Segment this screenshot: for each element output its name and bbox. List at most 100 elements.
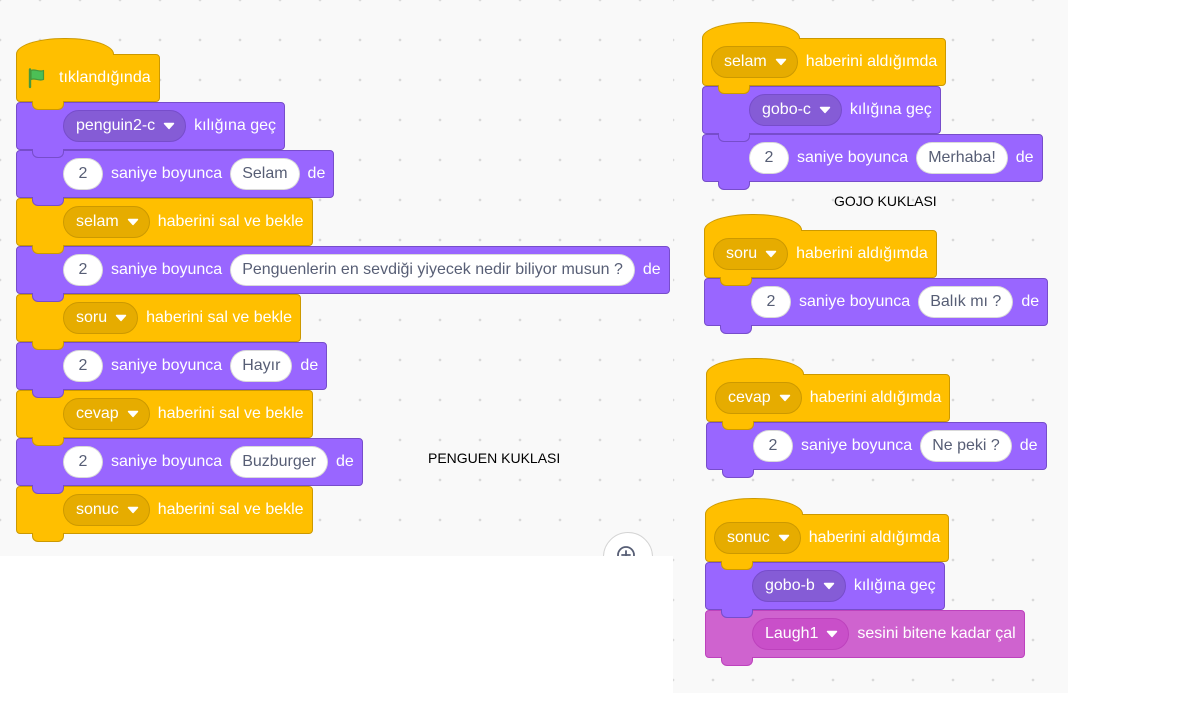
gojo-script-selam: selam haberini aldığımda gobo-c kılığına… <box>702 22 1043 190</box>
block-label: saniye boyunca <box>799 293 911 310</box>
block-suffix: de <box>307 165 326 182</box>
message-input[interactable]: Ne peki ? <box>920 430 1012 462</box>
message-input[interactable]: Penguenlerin en sevdiği yiyecek nedir bi… <box>230 254 635 286</box>
block-suffix: de <box>336 453 354 470</box>
block-label: kılığına geç <box>853 577 936 594</box>
message-input[interactable]: Selam <box>230 158 300 190</box>
block-label: haberini sal ve bekle <box>157 501 304 518</box>
block-label: saniye boyunca <box>801 437 913 454</box>
when-i-receive-hat-block[interactable]: selam haberini aldığımda <box>702 22 947 94</box>
seconds-input[interactable]: 2 <box>753 430 793 462</box>
say-for-secs-block[interactable]: 2 saniye boyunca Buzburger de <box>16 438 363 494</box>
seconds-input[interactable]: 2 <box>751 286 791 318</box>
message-dropdown[interactable]: selam <box>63 206 150 238</box>
dropdown-arrow-icon <box>115 314 127 322</box>
dropdown-value: cevap <box>76 405 119 422</box>
dropdown-arrow-icon <box>127 506 138 514</box>
play-sound-until-done-block[interactable]: Laugh1 sesini bitene kadar çal <box>705 610 1025 666</box>
when-i-receive-hat-block[interactable]: cevap haberini aldığımda <box>706 358 951 430</box>
broadcast-and-wait-block[interactable]: cevap haberini sal ve bekle <box>16 390 313 446</box>
gojo-script-sonuc: sonuc haberini aldığımda gobo-b kılığına… <box>705 498 1025 666</box>
block-label: haberini sal ve bekle <box>157 405 304 422</box>
seconds-input[interactable]: 2 <box>749 142 789 174</box>
dropdown-arrow-icon <box>779 394 790 402</box>
dropdown-arrow-icon <box>775 58 786 66</box>
switch-costume-block[interactable]: gobo-c kılığına geç <box>702 86 941 142</box>
dropdown-value: soru <box>726 245 758 262</box>
dropdown-arrow-icon <box>163 122 175 130</box>
message-dropdown[interactable]: sonuc <box>714 522 801 554</box>
gojo-caption: GOJO KUKLASI <box>834 193 937 209</box>
block-suffix: de <box>1015 149 1034 166</box>
dropdown-value: penguin2-c <box>76 117 156 134</box>
dropdown-arrow-icon <box>127 410 138 418</box>
dropdown-value: Laugh1 <box>765 625 819 642</box>
costume-dropdown[interactable]: gobo-b <box>752 570 846 602</box>
block-suffix: de <box>642 261 661 278</box>
workspace-gojo[interactable]: selam haberini aldığımda gobo-c kılığına… <box>673 0 1068 693</box>
block-suffix: de <box>1019 437 1038 454</box>
when-flag-clicked-hat-block[interactable]: tıklandığında <box>15 38 160 110</box>
workspace-penguen[interactable]: tıklandığında penguin2-c kılığına geç 2 … <box>0 0 673 556</box>
seconds-input[interactable]: 2 <box>63 350 103 382</box>
dropdown-value: cevap <box>728 389 771 406</box>
say-for-secs-block[interactable]: 2 saniye boyunca Merhaba! de <box>702 134 1043 190</box>
broadcast-and-wait-block[interactable]: selam haberini sal ve bekle <box>16 198 313 254</box>
penguen-script: tıklandığında penguin2-c kılığına geç 2 … <box>15 38 670 542</box>
say-for-secs-block[interactable]: 2 saniye boyunca Selam de <box>16 150 335 206</box>
dropdown-value: gobo-b <box>765 577 815 594</box>
dropdown-arrow-icon <box>819 106 831 114</box>
block-label: saniye boyunca <box>797 149 909 166</box>
zoom-in-icon <box>617 546 635 556</box>
block-label: saniye boyunca <box>111 453 223 470</box>
block-label: haberini aldığımda <box>796 245 928 262</box>
block-suffix: de <box>1021 293 1040 310</box>
dropdown-arrow-icon <box>827 630 838 638</box>
dropdown-value: sonuc <box>727 529 770 546</box>
message-dropdown[interactable]: cevap <box>715 382 802 414</box>
block-suffix: de <box>300 357 319 374</box>
say-for-secs-block[interactable]: 2 saniye boyunca Ne peki ? de <box>706 422 1047 478</box>
message-dropdown[interactable]: soru <box>63 302 139 334</box>
seconds-input[interactable]: 2 <box>63 446 103 478</box>
block-label: haberini aldığımda <box>805 53 938 70</box>
when-i-receive-hat-block[interactable]: sonuc haberini aldığımda <box>705 498 950 570</box>
block-label: kılığına geç <box>849 101 932 118</box>
message-dropdown[interactable]: selam <box>711 46 798 78</box>
zoom-in-button[interactable] <box>603 532 653 556</box>
block-label: haberini aldığımda <box>809 389 942 406</box>
dropdown-arrow-icon <box>127 218 138 226</box>
seconds-input[interactable]: 2 <box>63 254 103 286</box>
switch-costume-block[interactable]: penguin2-c kılığına geç <box>16 102 285 158</box>
block-label: saniye boyunca <box>111 261 223 278</box>
block-label: sesini bitene kadar çal <box>857 625 1016 642</box>
message-input[interactable]: Merhaba! <box>916 142 1008 174</box>
block-label: haberini aldığımda <box>808 529 941 546</box>
say-for-secs-block[interactable]: 2 saniye boyunca Balık mı ? de <box>704 278 1049 334</box>
message-input[interactable]: Hayır <box>230 350 293 382</box>
costume-dropdown[interactable]: gobo-c <box>749 94 842 126</box>
message-dropdown[interactable]: cevap <box>63 398 150 430</box>
when-i-receive-hat-block[interactable]: soru haberini aldığımda <box>704 214 937 286</box>
gojo-script-cevap: cevap haberini aldığımda 2 saniye boyunc… <box>706 358 1047 478</box>
broadcast-and-wait-block[interactable]: sonuc haberini sal ve bekle <box>16 486 313 542</box>
message-dropdown[interactable]: sonuc <box>63 494 150 526</box>
say-for-secs-block[interactable]: 2 saniye boyunca Hayır de <box>16 342 328 398</box>
message-input[interactable]: Buzburger <box>230 446 329 478</box>
dropdown-value: soru <box>76 309 108 326</box>
switch-costume-block[interactable]: gobo-b kılığına geç <box>705 562 945 618</box>
green-flag-icon <box>25 66 49 90</box>
block-label: haberini sal ve bekle <box>146 309 292 326</box>
costume-dropdown[interactable]: penguin2-c <box>63 110 187 142</box>
dropdown-arrow-icon <box>765 250 777 258</box>
dropdown-value: selam <box>724 53 767 70</box>
broadcast-and-wait-block[interactable]: soru haberini sal ve bekle <box>16 294 301 350</box>
sound-dropdown[interactable]: Laugh1 <box>752 618 850 650</box>
say-for-secs-block[interactable]: 2 saniye boyunca Penguenlerin en sevdiği… <box>16 246 670 302</box>
seconds-input[interactable]: 2 <box>63 158 103 190</box>
dropdown-arrow-icon <box>778 534 789 542</box>
message-input[interactable]: Balık mı ? <box>918 286 1014 318</box>
penguen-caption: PENGUEN KUKLASI <box>428 450 561 466</box>
block-label: saniye boyunca <box>111 165 223 182</box>
message-dropdown[interactable]: soru <box>713 238 789 270</box>
